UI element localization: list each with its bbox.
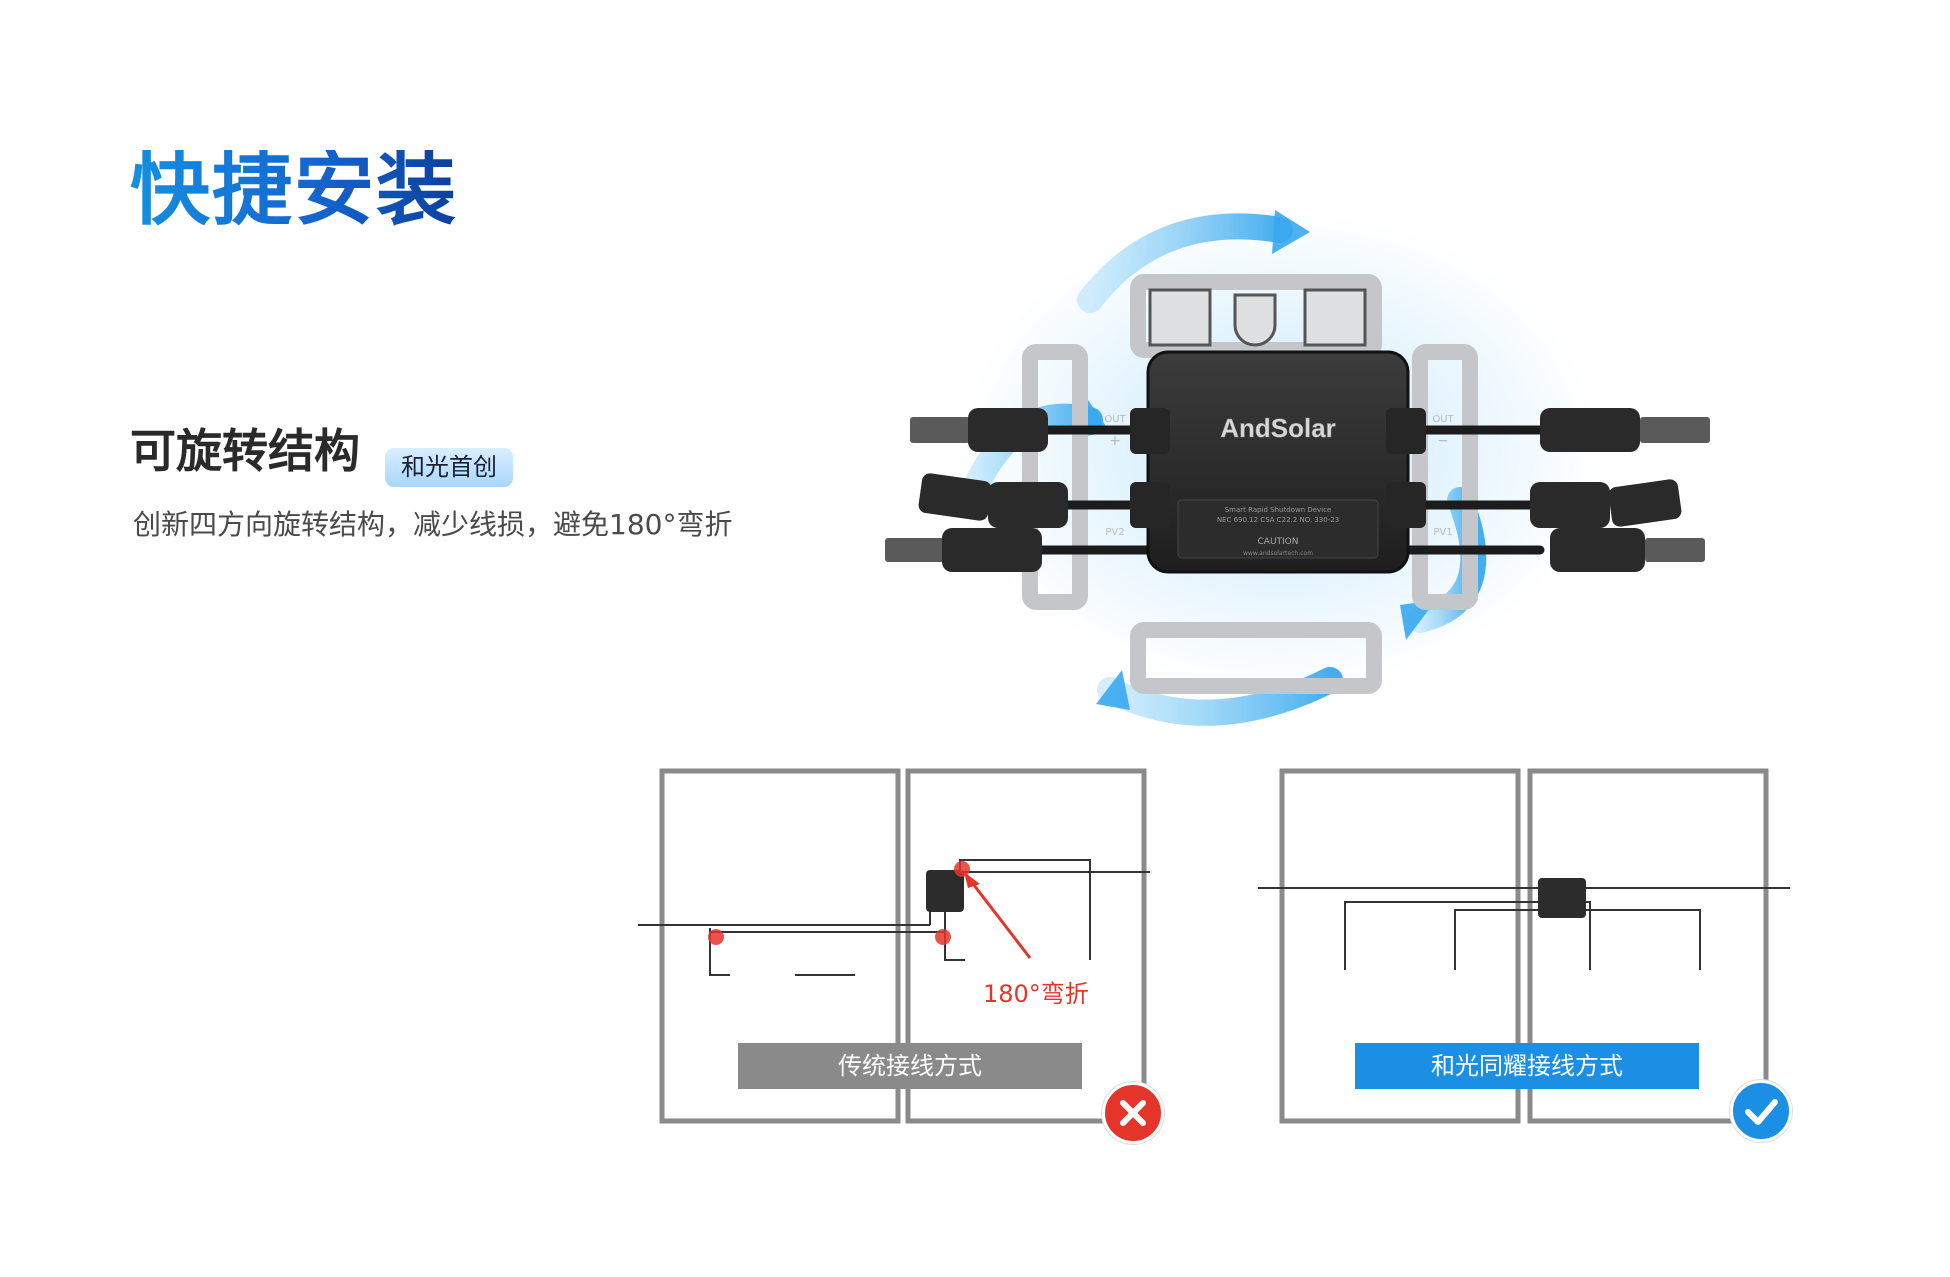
port-pv2: PV2 [1105,527,1124,538]
polarity-plus: + [1109,433,1121,449]
device-label-plate [1177,499,1379,559]
new-method-label: 和光同耀接线方式 [1355,1043,1699,1089]
label-caution: CAUTION [1258,537,1299,547]
label-url: www.andsolartech.com [1243,550,1313,557]
mc4-connector-left [885,408,1068,572]
bend-label: 180°弯折 [983,980,1089,1008]
feature-description: 创新四方向旋转结构，减少线损，避免180°弯折 [133,508,733,541]
feature-badge: 和光首创 [385,448,513,487]
cross-icon [1102,1082,1164,1144]
label-line-1: Smart Rapid Shutdown Device [1225,506,1332,514]
mounting-bracket [1022,274,1478,694]
traditional-label: 传统接线方式 [738,1043,1082,1089]
check-icon [1730,1080,1792,1142]
page-title: 快捷安装 [130,143,458,236]
shutdown-device-small [926,870,964,912]
port-pv1: PV1 [1433,527,1452,538]
polarity-minus: − [1437,433,1449,449]
bend-highlight-markers [708,861,970,945]
rotatable-device-illustration: AndSolar OUT OUT PV2 PV1 + − Smart Rapid… [885,210,1710,726]
feature-title: 可旋转结构 [130,424,360,478]
port-out-left: OUT [1104,414,1126,425]
port-out-right: OUT [1432,414,1454,425]
bend-pointer-arrow [968,879,1032,959]
label-line-2: NEC 690.12 CSA C22.2 NO. 330-23 [1217,516,1339,524]
mc4-connector-right [1530,408,1710,572]
bracket-clip [1148,288,1367,347]
device-brand: AndSolar [1220,413,1336,443]
shutdown-device-small [1538,878,1586,918]
